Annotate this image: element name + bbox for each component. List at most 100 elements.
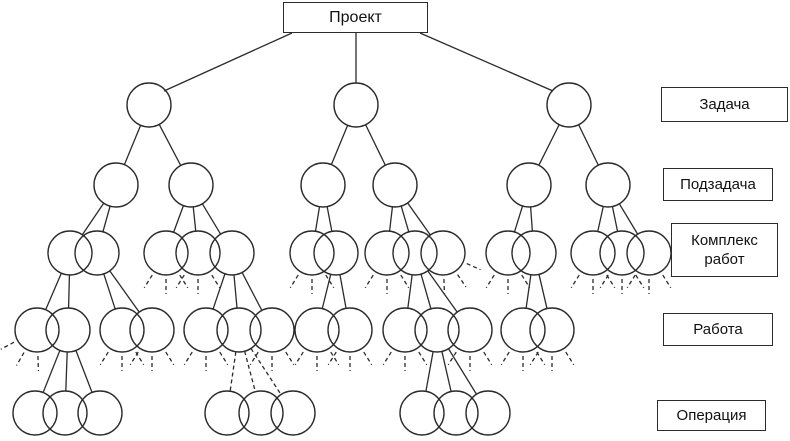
- project-box-label: Проект: [329, 9, 382, 26]
- node-circle: [47, 230, 93, 276]
- node-circle: [399, 390, 445, 436]
- node-circle: [126, 82, 172, 128]
- continuation-dash: [443, 278, 446, 294]
- continuation-dash: [447, 351, 457, 366]
- node-circle: [313, 230, 359, 276]
- project-box: Проект: [283, 2, 428, 33]
- continuation-dash: [143, 274, 153, 289]
- tree-edge: [192, 206, 197, 232]
- continuation-dash: [529, 351, 539, 366]
- tree-edge: [425, 351, 434, 392]
- tree-edge: [427, 270, 458, 313]
- continuation-dash: [330, 351, 340, 366]
- tree-edge: [123, 125, 142, 165]
- node-circle: [175, 230, 221, 276]
- continuation-dash: [500, 351, 510, 366]
- tree-edge: [407, 202, 431, 236]
- continuation-dash: [175, 274, 185, 289]
- continuation-dash: [183, 351, 193, 366]
- node-circle: [129, 307, 175, 353]
- node-circle: [420, 230, 466, 276]
- node-circle: [209, 230, 255, 276]
- tree-edge: [201, 203, 222, 235]
- tree-edge: [388, 206, 394, 232]
- tree-edge: [45, 272, 62, 311]
- continuation-dash: [99, 351, 109, 366]
- continuation-dash: [219, 351, 229, 366]
- tree-edge: [400, 205, 410, 233]
- node-circle: [168, 162, 214, 208]
- continuation-dash: [327, 351, 337, 366]
- root-connector: [163, 32, 293, 92]
- node-circle: [270, 390, 316, 436]
- tree-edge: [158, 124, 182, 166]
- level-label-task: Задача: [661, 87, 788, 122]
- continuation-dash: [363, 351, 373, 366]
- continuation-dash: [364, 274, 374, 289]
- continuation-dash: [382, 351, 392, 366]
- tree-edge: [75, 350, 93, 393]
- tree-edge: [538, 274, 548, 309]
- node-circle: [143, 230, 189, 276]
- node-circle: [465, 390, 511, 436]
- node-circle: [289, 230, 335, 276]
- tree-edge: [529, 206, 534, 232]
- tree-edge: [420, 273, 432, 310]
- node-circle: [433, 390, 479, 436]
- continuation-dash: [418, 351, 428, 366]
- level-label-work-package: Комплекс работ: [671, 223, 778, 277]
- tree-edge: [241, 272, 263, 311]
- node-circle: [216, 307, 262, 353]
- level-label-work-text: Работа: [693, 321, 743, 338]
- level-label-operation: Операция: [657, 400, 766, 431]
- continuation-dash: [289, 274, 299, 289]
- continuation-dash: [0, 341, 15, 350]
- node-circle: [414, 307, 460, 353]
- tree-edge: [233, 274, 238, 309]
- node-circle: [599, 230, 645, 276]
- node-circle: [93, 162, 139, 208]
- tree-edge: [109, 270, 140, 313]
- continuation-dash: [599, 274, 609, 289]
- continuation-dash: [294, 351, 304, 366]
- tree-edge: [326, 206, 333, 232]
- tree-edge: [597, 206, 604, 232]
- dashed-tree-edge: [229, 351, 237, 392]
- node-circle: [294, 307, 340, 353]
- tree-edge: [81, 202, 105, 236]
- node-circle: [12, 390, 58, 436]
- node-circle: [14, 307, 60, 353]
- node-circle: [300, 162, 346, 208]
- node-circle: [485, 230, 531, 276]
- continuation-dash: [662, 274, 672, 289]
- tree-edge: [339, 274, 347, 309]
- tree-edge: [67, 274, 71, 309]
- node-circle: [585, 162, 631, 208]
- tree-edge: [407, 274, 413, 309]
- node-circle: [238, 390, 284, 436]
- continuation-dash: [570, 274, 580, 289]
- tree-edge: [102, 206, 111, 232]
- tree-edge: [513, 205, 524, 233]
- level-label-work: Работа: [663, 313, 773, 346]
- level-label-subtask: Подзадача: [663, 168, 773, 201]
- node-circle: [529, 307, 575, 353]
- continuation-dash: [483, 351, 493, 366]
- tree-edge: [212, 273, 226, 310]
- tree-edge: [611, 206, 619, 232]
- node-circle: [570, 230, 616, 276]
- tree-edge: [447, 348, 478, 395]
- continuation-dash: [325, 274, 335, 289]
- continuation-dash: [606, 274, 616, 289]
- continuation-dash: [249, 351, 259, 366]
- node-circle: [500, 307, 546, 353]
- node-circle: [546, 82, 592, 128]
- tree-edge: [42, 350, 61, 393]
- tree-edge: [103, 273, 116, 310]
- node-circle: [372, 162, 418, 208]
- node-circle: [511, 230, 557, 276]
- node-circle: [99, 307, 145, 353]
- continuation-dash: [400, 274, 410, 289]
